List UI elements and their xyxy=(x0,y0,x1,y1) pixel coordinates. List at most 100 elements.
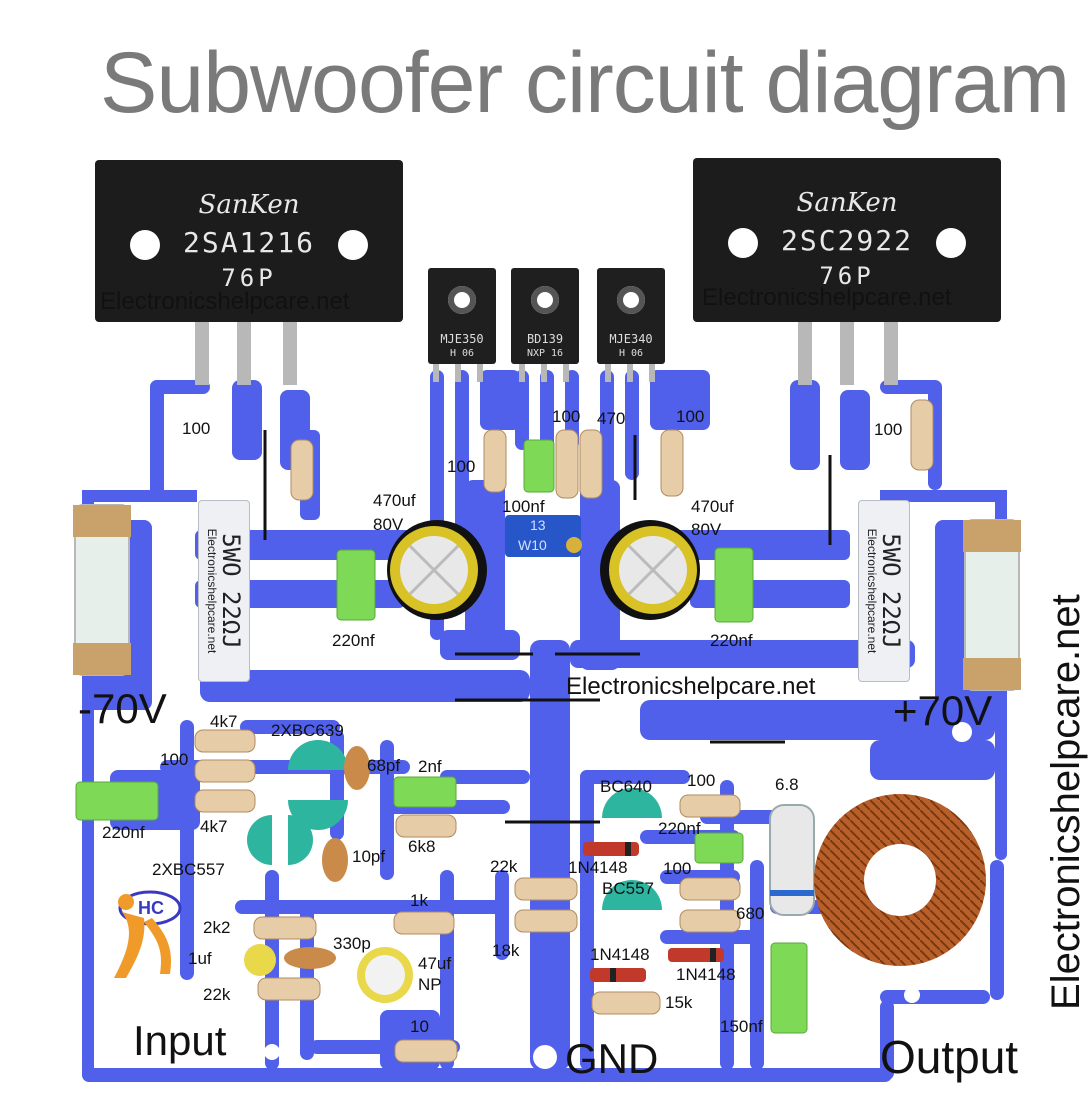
wirewound-resistor-left: 5WO 22ΩJ Electronicshelpcare.net xyxy=(198,500,250,682)
trimmer-pot xyxy=(505,515,582,557)
label-cap470-r-value: 470uf xyxy=(691,497,734,516)
mount-hole-icon xyxy=(617,286,645,314)
label-c150nf: 150nf xyxy=(720,1017,763,1036)
driver-sub-marking: NXP 16 xyxy=(526,348,564,359)
label-r2k2: 2k2 xyxy=(203,918,231,937)
driver-part-number: BD139 xyxy=(526,332,564,346)
brand-logo: HC xyxy=(104,878,194,988)
label-r10: 10 xyxy=(410,1017,429,1036)
driver-part-number: MJE340 xyxy=(609,332,653,346)
label-c220nf-r: 220nf xyxy=(710,631,753,650)
transistor-brand: SanKen xyxy=(198,190,300,220)
label-d1n4148-a: 1N4148 xyxy=(568,858,628,877)
label-r1k: 1k xyxy=(410,891,428,910)
label-cap470-l-value: 470uf xyxy=(373,491,416,510)
label-r6k8: 6k8 xyxy=(408,837,436,856)
electrolytic-capacitors xyxy=(244,520,700,1003)
label-q2xbc557: 2XBC557 xyxy=(152,860,225,879)
label-c220nf-ml: 220nf xyxy=(102,823,145,842)
transistor-code: 76P xyxy=(819,262,875,290)
power-transistor-right: SanKen 2SC2922 76P xyxy=(693,158,1001,322)
label-q2xbc639: 2XBC639 xyxy=(271,721,344,740)
label-r6-8: 6.8 xyxy=(775,775,799,794)
logo-text: HC xyxy=(138,898,164,918)
driver-sub-marking: H 06 xyxy=(618,348,644,359)
label-r22k-m: 22k xyxy=(490,857,518,876)
label-c1uf: 1uf xyxy=(188,949,212,968)
mount-hole-icon xyxy=(130,230,160,260)
label-c220nf-mr: 220nf xyxy=(658,819,701,838)
resistor-value: 5WO 22ΩJ xyxy=(877,533,905,649)
pcb-holes xyxy=(102,399,972,1069)
label-r15k: 15k xyxy=(665,993,693,1012)
label-d1n4148-c: 1N4148 xyxy=(676,965,736,984)
label-c10pf: 10pf xyxy=(352,847,386,866)
center-watermark: Electronicshelpcare.net xyxy=(566,673,816,700)
mount-hole-icon xyxy=(338,230,368,260)
label-cap470-l-voltage: 80V xyxy=(373,515,404,534)
label-r100-tm: 100 xyxy=(552,407,581,426)
watermark-left-transistor: Electronicshelpcare.net xyxy=(100,288,350,315)
power-resistor-6-8 xyxy=(769,804,815,916)
label-r100-tl: 100 xyxy=(182,419,211,438)
label-c100nf: 100nf xyxy=(502,497,545,516)
transistor-brand: SanKen xyxy=(796,188,898,218)
driver-sub-marking: H 06 xyxy=(449,348,475,359)
output-terminal-label: Output xyxy=(880,1031,1019,1083)
label-r100-tr2: 100 xyxy=(676,407,705,426)
label-c330p: 330p xyxy=(333,934,371,953)
driver-transistor-mje350: MJE350 H 06 xyxy=(428,268,496,364)
trimmer-marking-top: 13 xyxy=(530,517,546,533)
label-r100-mr: 100 xyxy=(687,771,716,790)
mount-hole-icon xyxy=(936,228,966,258)
power-transistor-legs xyxy=(195,320,898,385)
label-qbc640: BC640 xyxy=(600,777,652,796)
label-r4k7-a: 4k7 xyxy=(210,712,238,731)
fuses xyxy=(73,504,1021,691)
ceramic-capacitors xyxy=(284,746,370,969)
input-terminal-label: Input xyxy=(133,1017,227,1064)
resistor-watermark: Electronicshelpcare.net xyxy=(865,528,879,654)
label-r680: 680 xyxy=(736,904,765,923)
label-r18k: 18k xyxy=(492,941,520,960)
label-r100-tr: 100 xyxy=(874,420,903,439)
trimmer-marking-bottom: W10 xyxy=(518,537,547,553)
wirewound-resistor-right: 5WO 22ΩJ Electronicshelpcare.net xyxy=(858,500,910,682)
label-c220nf-l: 220nf xyxy=(332,631,375,650)
diodes xyxy=(583,842,724,982)
driver-part-number: MJE350 xyxy=(440,332,484,346)
toroid-inductor xyxy=(814,794,986,966)
transistor-part-number: 2SC2922 xyxy=(780,224,913,257)
label-c68pf: 68pf xyxy=(367,756,401,775)
small-transistors xyxy=(247,740,662,910)
driver-transistor-bd139: BD139 NXP 16 xyxy=(511,268,579,364)
resistor-value: 5WO 22ΩJ xyxy=(217,533,245,649)
resistor-watermark: Electronicshelpcare.net xyxy=(205,528,219,654)
transistor-part-number: 2SA1216 xyxy=(182,226,315,259)
label-r4k7-b: 4k7 xyxy=(200,817,228,836)
driver-transistor-mje340: MJE340 H 06 xyxy=(597,268,665,364)
label-c47uf-type: NP xyxy=(418,975,442,994)
mount-hole-icon xyxy=(728,228,758,258)
logo-figure-icon xyxy=(114,890,182,978)
transistor-code: 76P xyxy=(221,264,277,292)
negative-rail-label: -70V xyxy=(78,685,167,732)
mount-hole-icon xyxy=(531,286,559,314)
label-r22k-l: 22k xyxy=(203,985,231,1004)
label-r470: 470 xyxy=(597,409,626,428)
label-d1n4148-b: 1N4148 xyxy=(590,945,650,964)
vertical-watermark: Electronicshelpcare.net xyxy=(1044,594,1088,1010)
power-transistor-left: SanKen 2SA1216 76P xyxy=(95,160,403,322)
jumper-wires xyxy=(263,430,832,824)
label-c47uf-value: 47uf xyxy=(418,954,452,973)
diagram-title: Subwoofer circuit diagram xyxy=(100,35,1070,131)
label-r100-tc: 100 xyxy=(447,457,476,476)
positive-rail-label: +70V xyxy=(893,687,993,734)
ground-terminal-label: GND xyxy=(565,1035,659,1082)
mount-hole-icon xyxy=(448,286,476,314)
label-r100-mr2: 100 xyxy=(663,859,692,878)
label-r100-ml: 100 xyxy=(160,750,189,769)
film-capacitors xyxy=(75,439,808,1034)
